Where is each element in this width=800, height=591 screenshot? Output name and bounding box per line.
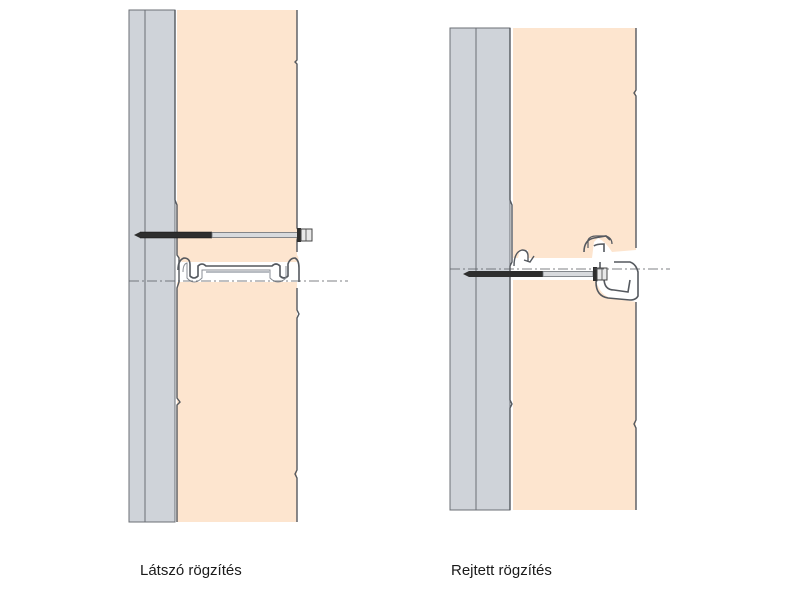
tongue-groove-joint bbox=[177, 257, 300, 282]
outer-joint-hook bbox=[587, 235, 613, 248]
hidden-fixing-detail bbox=[449, 27, 670, 511]
upper-panel-core bbox=[513, 28, 636, 258]
visible-fixing-caption: Látszó rögzítés bbox=[140, 562, 242, 579]
lower-panel-core bbox=[177, 282, 297, 522]
through-fastener-screw bbox=[134, 228, 313, 242]
hidden-fastener-screw bbox=[463, 267, 608, 281]
visible-fixing-detail bbox=[128, 9, 348, 523]
inner-joint-hook bbox=[513, 249, 535, 267]
steel-support-column bbox=[128, 9, 176, 523]
inner-facing-sheet bbox=[509, 28, 513, 510]
lower-panel-core bbox=[513, 280, 636, 510]
outer-facing-sheet bbox=[633, 28, 637, 510]
upper-panel-core bbox=[177, 10, 299, 262]
inner-facing-sheet bbox=[174, 10, 181, 522]
hidden-fixing-caption: Rejtett rögzítés bbox=[451, 562, 552, 579]
